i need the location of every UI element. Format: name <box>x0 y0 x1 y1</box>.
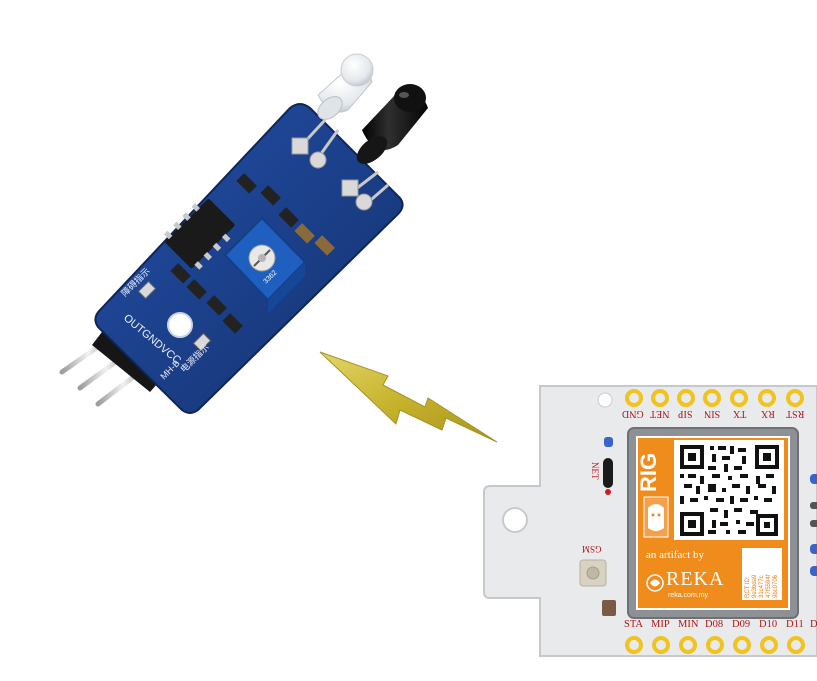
reka-small-lion-icon <box>646 574 664 592</box>
top-pin-label-gnd: GND <box>622 408 644 419</box>
reka-url-text: reka.com.my <box>668 592 709 599</box>
smd-components <box>170 173 335 334</box>
rig-brand-title: RIG <box>636 452 661 492</box>
gsm-pad <box>579 559 607 587</box>
gsm-label: GSM <box>582 544 602 554</box>
qr-code-icon <box>680 445 779 536</box>
bottom-pin-row <box>625 636 805 654</box>
ir-receiver-led <box>356 84 428 164</box>
bottom-pin-label-min: MIN <box>678 619 699 630</box>
rig-mounting-hole <box>502 507 528 533</box>
top-pin-label-rx: RX <box>761 408 775 419</box>
bottom-pin-label-d09: D09 <box>732 619 751 630</box>
side-connector-dots <box>810 474 817 576</box>
indicator-leds <box>137 280 212 352</box>
top-pin-label-tx: TX <box>733 408 747 419</box>
rig-smd-part <box>602 600 616 616</box>
net-switch-label: NET <box>590 462 600 480</box>
rct-id-panel <box>742 548 782 600</box>
bottom-pin-label-sta: STA <box>624 619 643 630</box>
bottom-pin-label-d11: D11 <box>786 619 804 630</box>
bottom-pin-label-mip: MIP <box>651 619 670 630</box>
bottom-pin-label-d: D <box>810 619 817 630</box>
mounting-hole <box>167 312 193 338</box>
rct-id-text: RCT ID: 9e3bda9 31c477c 47f5594f 9bc0706 <box>745 574 779 598</box>
ir-sensor-module: OUTGNDVCC MH-B 3362 障碍指示 电源指示 <box>59 53 428 414</box>
rig-board <box>483 385 817 657</box>
bottom-pin-label-d10: D10 <box>759 619 778 630</box>
top-pin-label-rst: RST <box>786 408 805 419</box>
top-pin-label-sin: SIN <box>704 408 721 419</box>
artifact-by-text: an artifact by <box>646 549 705 561</box>
net-switch <box>603 437 613 495</box>
solder-pads <box>291 137 373 211</box>
wireless-lightning-bolt <box>319 351 498 443</box>
potentiometer <box>223 216 307 314</box>
bottom-pin-label-d08: D08 <box>705 619 724 630</box>
top-pin-row <box>625 389 804 407</box>
top-pin-label-net: NET <box>650 408 670 419</box>
comparator-chip <box>163 199 235 270</box>
ir-emitter-led <box>317 53 374 120</box>
reka-maker-text: REKA <box>666 568 725 590</box>
top-pin-label-sip: SIP <box>678 408 693 419</box>
reka-lion-logo-icon <box>643 496 669 538</box>
